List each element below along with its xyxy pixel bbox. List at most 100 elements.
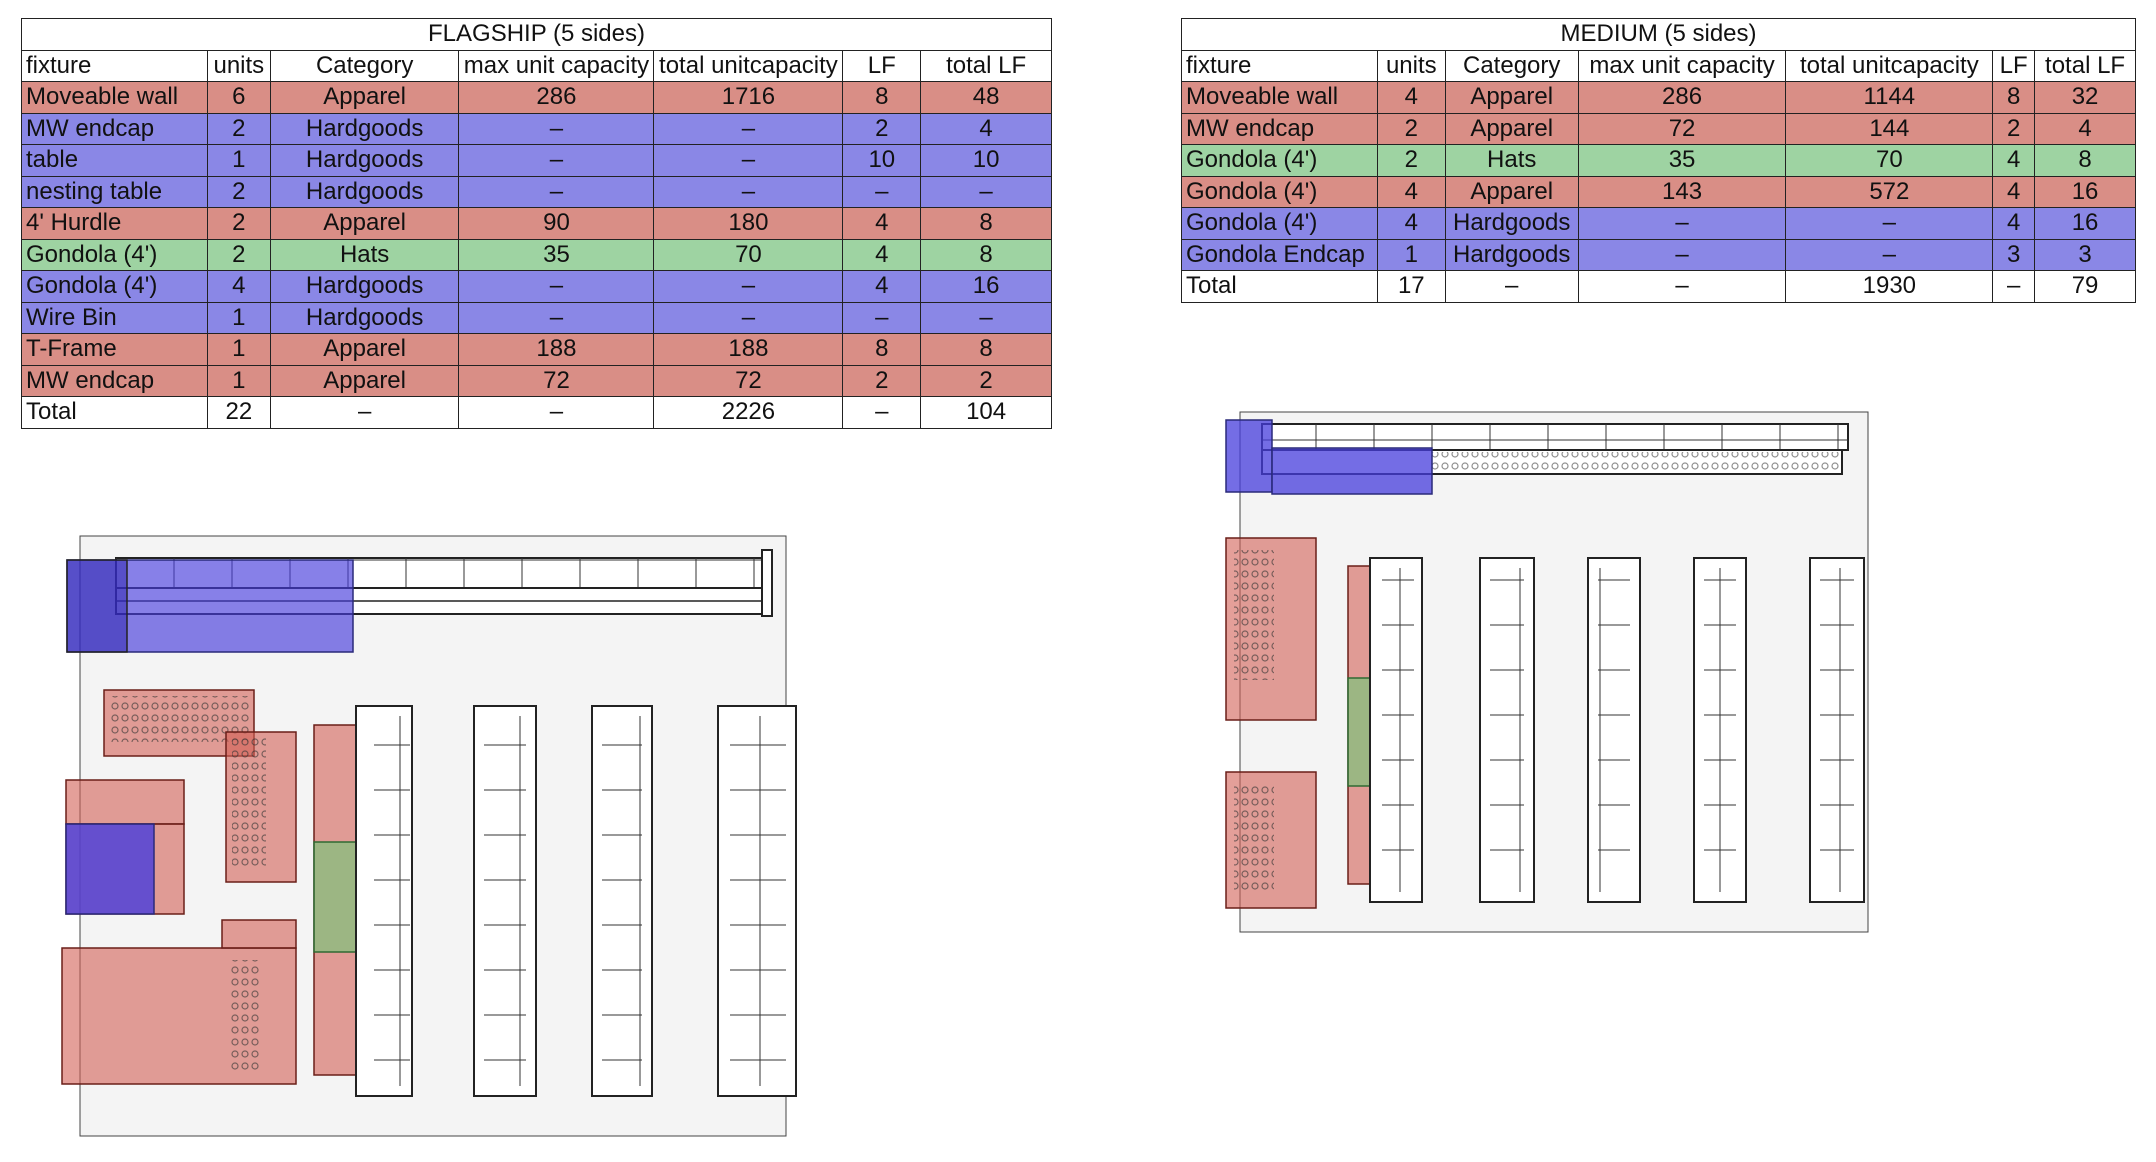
- table-cell: MW endcap: [21, 112, 208, 145]
- table-cell: –: [842, 301, 922, 334]
- table-cell: 2: [1992, 112, 2036, 145]
- floor-area: [1239, 411, 1869, 933]
- gondola-fixture: [1369, 557, 1423, 903]
- table-cell: 1: [206, 144, 271, 177]
- table-cell: –: [1785, 238, 1994, 271]
- table-cell: Moveable wall: [1181, 81, 1378, 114]
- table-cell: –: [653, 270, 844, 303]
- table-cell: 16: [2034, 175, 2136, 208]
- table-cell: 3: [2034, 238, 2136, 271]
- column-header: units: [1376, 49, 1446, 82]
- table-cell: 35: [1577, 144, 1787, 177]
- gondola-fixture: [1479, 557, 1535, 903]
- flagship-floor-plan: [61, 535, 797, 1137]
- gondola-fixture: [473, 705, 537, 1097]
- gondola-fixture: [1693, 557, 1747, 903]
- table-cell: Apparel: [1444, 81, 1579, 114]
- table-cell: 4: [1376, 175, 1446, 208]
- medium-table: MEDIUM (5 sides) fixture units Category …: [1181, 18, 2136, 303]
- table-cell: –: [653, 175, 844, 208]
- column-header: LF: [1992, 49, 2036, 82]
- flagship-title: FLAGSHIP (5 sides): [21, 18, 1052, 51]
- table-cell: Hardgoods: [1444, 207, 1579, 240]
- table-cell: 16: [920, 270, 1052, 303]
- table-cell: –: [269, 396, 460, 429]
- apparel-rack: [230, 960, 260, 1070]
- table-cell: –: [842, 396, 922, 429]
- table-cell: Wire Bin: [21, 301, 208, 334]
- table-cell: 2: [206, 238, 271, 271]
- table-cell: –: [1577, 270, 1787, 303]
- table-cell: Apparel: [269, 207, 460, 240]
- column-header: total LF: [2034, 49, 2136, 82]
- table-cell: 8: [2034, 144, 2136, 177]
- table-cell: 1: [206, 301, 271, 334]
- table-cell: 144: [1785, 112, 1994, 145]
- medium-header-row: fixture units Category max unit capacity…: [1181, 49, 2136, 82]
- table-cell: 4: [842, 238, 922, 271]
- table-cell: Gondola (4'): [21, 270, 208, 303]
- table-cell: 4: [1376, 207, 1446, 240]
- table-cell: 4: [2034, 112, 2136, 145]
- table-cell: –: [1444, 270, 1579, 303]
- table-cell: 1144: [1785, 81, 1994, 114]
- table-cell: 4: [1376, 81, 1446, 114]
- table-cell: 79: [2034, 270, 2136, 303]
- table-cell: –: [653, 144, 844, 177]
- table-cell: 286: [1577, 81, 1787, 114]
- column-header: LF: [842, 49, 922, 82]
- table-cell: Hats: [1444, 144, 1579, 177]
- table-cell: 32: [2034, 81, 2136, 114]
- apparel-rack: [232, 738, 266, 868]
- column-header: fixture: [21, 49, 208, 82]
- column-header: total unitcapacity: [1785, 49, 1994, 82]
- table-cell: 8: [920, 207, 1052, 240]
- table-cell: nesting table: [21, 175, 208, 208]
- table-cell: 188: [653, 333, 844, 366]
- apparel-rack: [1234, 784, 1274, 894]
- table-cell: Hardgoods: [269, 301, 460, 334]
- table-cell: T-Frame: [21, 333, 208, 366]
- table-cell: 4: [1992, 175, 2036, 208]
- table-cell: Hardgoods: [269, 112, 460, 145]
- table-cell: –: [458, 270, 655, 303]
- table-cell: Apparel: [269, 81, 460, 114]
- table-cell: 1: [1376, 238, 1446, 271]
- hardgoods-zone: [1271, 447, 1433, 495]
- gondola-fixture: [355, 705, 413, 1097]
- table-cell: Total: [1181, 270, 1378, 303]
- apparel-zone: [65, 779, 185, 825]
- table-cell: Total: [21, 396, 208, 429]
- table-cell: table: [21, 144, 208, 177]
- table-cell: Gondola (4'): [1181, 207, 1378, 240]
- table-cell: MW endcap: [21, 364, 208, 397]
- table-cell: –: [1992, 270, 2036, 303]
- table-cell: 17: [1376, 270, 1446, 303]
- table-cell: 10: [920, 144, 1052, 177]
- table-cell: 35: [458, 238, 655, 271]
- gondola-fixture: [717, 705, 797, 1097]
- table-cell: 4: [920, 112, 1052, 145]
- table-cell: 70: [653, 238, 844, 271]
- table-cell: 2: [206, 112, 271, 145]
- table-cell: 72: [1577, 112, 1787, 145]
- table-cell: 6: [206, 81, 271, 114]
- table-cell: Apparel: [269, 364, 460, 397]
- table-cell: 4: [206, 270, 271, 303]
- table-cell: Gondola Endcap: [1181, 238, 1378, 271]
- table-cell: 2226: [653, 396, 844, 429]
- table-cell: 8: [1992, 81, 2036, 114]
- column-header: Category: [1444, 49, 1579, 82]
- column-header: max unit capacity: [1577, 49, 1787, 82]
- table-cell: 2: [206, 207, 271, 240]
